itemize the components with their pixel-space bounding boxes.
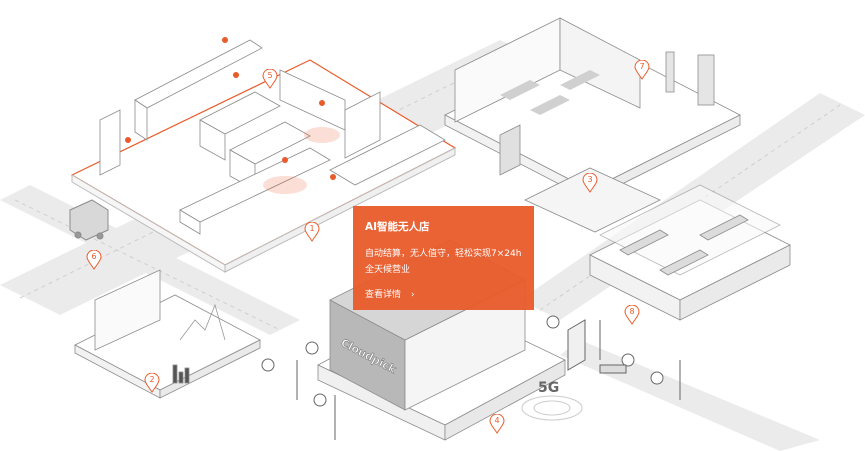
map-pin-icon — [624, 305, 640, 325]
tower: 5G — [521, 380, 583, 421]
pin-number: 5 — [267, 71, 273, 80]
analytics-zone — [74, 269, 261, 399]
pin-number: 3 — [587, 175, 593, 184]
card-title: AI智能无人店 — [365, 221, 430, 233]
location-pin-5[interactable]: 5 — [262, 69, 278, 89]
feature-info-card: AI智能无人店 自动结算，无人值守，轻松实现7×24h全天候营业 查看详情 › — [353, 206, 534, 310]
warehouse-zone — [589, 184, 791, 321]
view-details-link[interactable]: 查看详情 › — [365, 287, 415, 300]
office-building — [444, 17, 741, 233]
smart-store-platform — [70, 37, 457, 273]
location-pin-6[interactable]: 6 — [86, 250, 102, 270]
map-pin-icon — [144, 373, 160, 393]
view-details-label: 查看详情 — [365, 290, 402, 300]
delivery-vehicle — [69, 199, 109, 241]
location-pin-1[interactable]: 1 — [304, 222, 320, 242]
street-lamps — [261, 315, 681, 440]
map-pin-icon — [634, 60, 650, 80]
pin-number: 8 — [629, 307, 635, 316]
map-pin-icon — [262, 69, 278, 89]
location-pin-8[interactable]: 8 — [624, 305, 640, 325]
tower-label: 5G — [538, 380, 559, 396]
map-pin-icon — [582, 173, 598, 193]
pin-number: 2 — [149, 375, 155, 384]
card-description: 自动结算，无人值守，轻松实现7×24h全天候营业 — [365, 249, 522, 275]
pin-number: 7 — [639, 62, 645, 71]
map-pin-icon — [86, 250, 102, 270]
pin-number: 6 — [91, 252, 97, 261]
location-pin-3[interactable]: 3 — [582, 173, 598, 193]
location-pin-4[interactable]: 4 — [489, 414, 505, 434]
location-pin-7[interactable]: 7 — [634, 60, 650, 80]
pin-number: 4 — [494, 416, 500, 425]
pin-number: 1 — [309, 224, 315, 233]
chevron-right-icon: › — [411, 290, 415, 300]
map-pin-icon — [489, 414, 505, 434]
map-pin-icon — [304, 222, 320, 242]
location-pin-2[interactable]: 2 — [144, 373, 160, 393]
